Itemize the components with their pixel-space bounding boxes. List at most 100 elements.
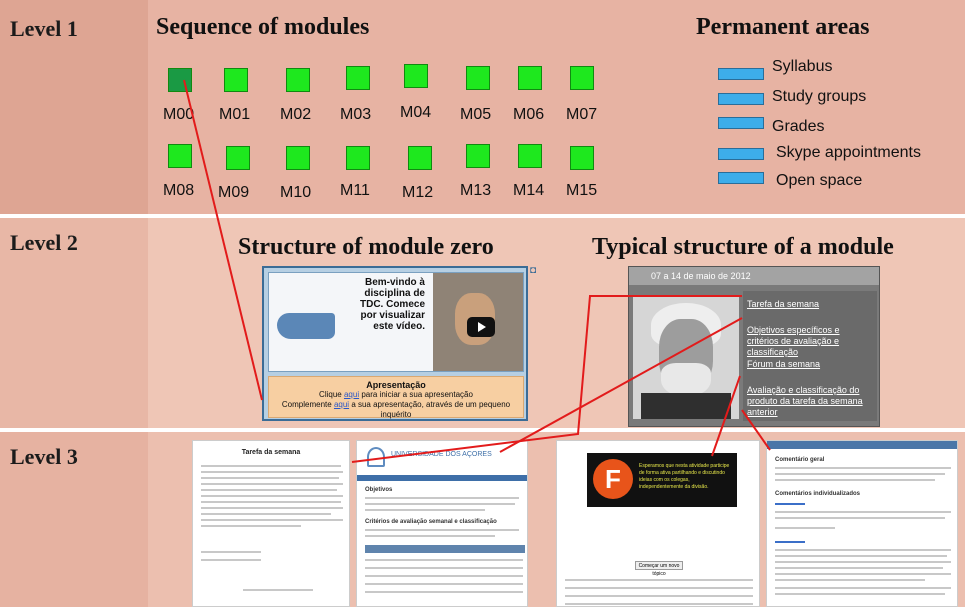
study-groups-box[interactable] bbox=[718, 93, 764, 105]
table-row bbox=[365, 591, 523, 593]
photo-beard bbox=[661, 363, 711, 397]
text-line bbox=[775, 579, 925, 581]
presentation-survey-link[interactable]: aqui bbox=[333, 400, 350, 409]
module-zero-heading: Structure of module zero bbox=[238, 234, 494, 260]
text-line bbox=[775, 561, 951, 563]
forum-row bbox=[565, 595, 753, 597]
grading-feedback-page: Comentário geral Comentários individuali… bbox=[766, 440, 958, 607]
new-topic-button[interactable]: Começar um novo tópico bbox=[635, 561, 683, 577]
objectives-heading: Objetivos bbox=[365, 487, 393, 493]
module-box-m07[interactable] bbox=[570, 66, 594, 90]
syllabus-label: Syllabus bbox=[772, 58, 833, 75]
student-name-link[interactable] bbox=[775, 503, 805, 505]
forum-banner-text: Esperamos que nesta atividade participe … bbox=[639, 463, 730, 490]
module-label-m15: M15 bbox=[566, 182, 598, 199]
presentation-line-1-post: para iniciar a sua apresentação bbox=[361, 390, 473, 399]
module-box-m14[interactable] bbox=[518, 144, 542, 168]
module-box-m12[interactable] bbox=[408, 146, 432, 170]
criteria-heading: Critérios de avaliação semanal e classif… bbox=[365, 519, 497, 525]
university-name: UNIVERSIDADE DOS AÇORES bbox=[391, 451, 492, 458]
forum-row bbox=[565, 579, 753, 581]
text-line bbox=[201, 489, 337, 491]
text-line bbox=[775, 587, 951, 589]
text-line bbox=[201, 519, 343, 521]
typical-module-heading: Typical structure of a module bbox=[592, 234, 894, 260]
module-box-m05[interactable] bbox=[466, 66, 490, 90]
module-box-m02[interactable] bbox=[286, 68, 310, 92]
weekly-task-title: Tarefa da semana bbox=[241, 449, 301, 456]
link-objectives-criteria[interactable]: Objetivos específicos e critérios de ava… bbox=[747, 325, 840, 357]
syllabus-box[interactable] bbox=[718, 68, 764, 80]
text-line bbox=[201, 495, 343, 497]
module-label-m13: M13 bbox=[460, 182, 492, 199]
level-3-label-cell bbox=[0, 432, 148, 607]
presentation-title: Apresentação bbox=[366, 380, 426, 390]
link-previous-task-grading[interactable]: Avaliação e classificação do produto da … bbox=[747, 385, 863, 417]
text-line bbox=[775, 573, 951, 575]
module-label-m14: M14 bbox=[513, 182, 545, 199]
module-label-m10: M10 bbox=[280, 184, 312, 201]
module-label-m06: M06 bbox=[513, 106, 545, 123]
presentation-line-2: Complemente aqui a sua apresentação, atr… bbox=[269, 400, 523, 420]
module-box-m15[interactable] bbox=[570, 146, 594, 170]
module-box-m00[interactable] bbox=[168, 68, 192, 92]
module-box-m04[interactable] bbox=[404, 64, 428, 88]
text-line bbox=[201, 559, 261, 561]
pointing-hand-icon bbox=[277, 313, 335, 339]
module-box-m11[interactable] bbox=[346, 146, 370, 170]
table-row bbox=[365, 583, 523, 585]
general-comment-heading: Comentário geral bbox=[775, 457, 825, 463]
typical-module-screenshot: 07 a 14 de maio de 2012 Tarefa da semana… bbox=[628, 266, 880, 427]
module-box-m09[interactable] bbox=[226, 146, 250, 170]
university-header: UNIVERSIDADE DOS AÇORES bbox=[357, 441, 527, 471]
module-box-m03[interactable] bbox=[346, 66, 370, 90]
text-line bbox=[201, 465, 341, 467]
skype-appointments-box[interactable] bbox=[718, 148, 764, 160]
presentation-line-1-pre: Clique bbox=[319, 390, 342, 399]
sequence-heading: Sequence of modules bbox=[156, 14, 370, 40]
photo-shirt bbox=[641, 393, 731, 419]
module-box-m06[interactable] bbox=[518, 66, 542, 90]
module-label-m12: M12 bbox=[402, 184, 434, 201]
university-nav-bar bbox=[357, 475, 527, 481]
text-line bbox=[775, 567, 943, 569]
presentation-line-2-post: a sua apresentação, através de um pequen… bbox=[351, 400, 511, 419]
text-line bbox=[201, 525, 301, 527]
text-line bbox=[201, 477, 339, 479]
module-label-m05: M05 bbox=[460, 106, 492, 123]
module-box-m01[interactable] bbox=[224, 68, 248, 92]
text-line bbox=[201, 501, 341, 503]
module-menu: Tarefa da semana Objetivos específicos e… bbox=[743, 291, 877, 421]
table-row bbox=[365, 559, 523, 561]
text-line bbox=[775, 467, 951, 469]
study-groups-label: Study groups bbox=[772, 88, 867, 105]
level-1-band bbox=[0, 0, 965, 214]
module-box-m08[interactable] bbox=[168, 144, 192, 168]
corner-marker-icon: ◘ bbox=[530, 265, 537, 276]
open-space-box[interactable] bbox=[718, 172, 764, 184]
level-3-label: Level 3 bbox=[10, 444, 78, 469]
module-box-m10[interactable] bbox=[286, 146, 310, 170]
welcome-video[interactable]: Bem-vindo à disciplina de TDC. Comece po… bbox=[268, 272, 524, 372]
forum-row bbox=[565, 603, 753, 605]
text-line bbox=[201, 513, 331, 515]
text-line bbox=[365, 535, 495, 537]
student-name-link[interactable] bbox=[775, 541, 805, 543]
text-line bbox=[365, 503, 515, 505]
module-label-m09: M09 bbox=[218, 184, 250, 201]
text-line bbox=[775, 479, 935, 481]
table-row bbox=[365, 575, 523, 577]
criteria-table-header bbox=[365, 545, 525, 553]
grades-box[interactable] bbox=[718, 117, 764, 129]
link-weekly-task[interactable]: Tarefa da semana bbox=[747, 299, 820, 309]
module-label-m01: M01 bbox=[219, 106, 251, 123]
play-icon[interactable] bbox=[467, 317, 495, 337]
individual-comment-heading: Comentários individualizados bbox=[775, 491, 861, 497]
weekly-forum-page: F Esperamos que nesta atividade particip… bbox=[556, 440, 760, 607]
module-box-m13[interactable] bbox=[466, 144, 490, 168]
text-line bbox=[201, 551, 261, 553]
text-line bbox=[201, 507, 343, 509]
link-weekly-forum[interactable]: Fórum da semana bbox=[747, 359, 821, 369]
text-line bbox=[365, 529, 519, 531]
presentation-start-link[interactable]: aqui bbox=[343, 390, 360, 399]
